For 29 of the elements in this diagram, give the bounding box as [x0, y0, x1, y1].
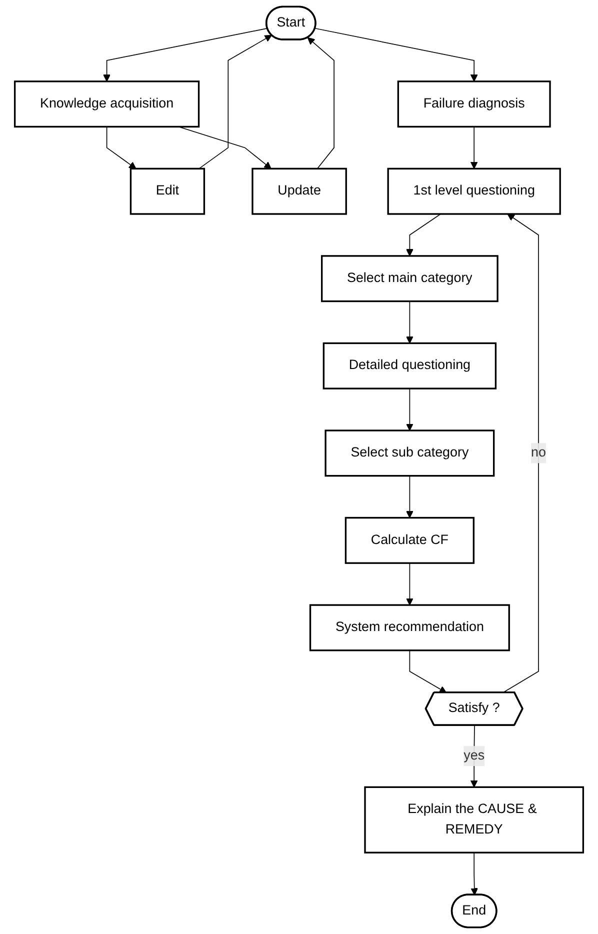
- arrow: [406, 300, 414, 344]
- node-box: Knowledge acquisition: [14, 80, 200, 128]
- node-box: Detailed questioning: [322, 342, 497, 390]
- node-box: Calculate CF: [344, 516, 475, 564]
- arrow: [307, 37, 334, 170]
- arrow: [406, 562, 414, 606]
- arrow: [198, 34, 272, 170]
- arrow: [406, 214, 442, 256]
- node-box: Update: [252, 168, 347, 215]
- arrow: [406, 475, 414, 518]
- arrow: [470, 725, 478, 788]
- node-box: 1st level questioning: [387, 168, 561, 215]
- arrow: [178, 126, 272, 169]
- node-box: System recommendation: [309, 604, 510, 652]
- arrow: [106, 126, 136, 169]
- arrow: [314, 28, 478, 82]
- arrow: [409, 650, 447, 694]
- arrow: [406, 388, 414, 431]
- arrow: [470, 852, 478, 896]
- node-box: Edit: [130, 168, 206, 215]
- node-box: Select main category: [321, 255, 498, 302]
- edge-label: yes: [464, 748, 485, 763]
- arrow: [502, 214, 539, 694]
- node-box: Select sub category: [324, 430, 495, 477]
- arrow: [103, 28, 268, 82]
- edge-label: no: [531, 446, 546, 460]
- node-box: Failure diagnosis: [397, 80, 551, 128]
- arrow: [470, 126, 478, 169]
- node-box: Explain the CAUSE & REMEDY: [364, 786, 584, 854]
